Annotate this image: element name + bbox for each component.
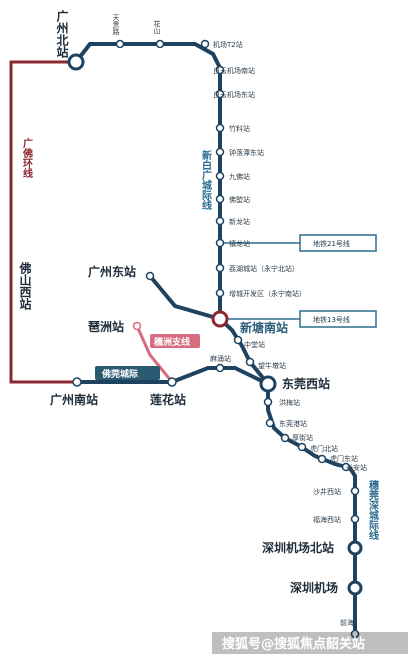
station-marker-jiufo[interactable] (215, 171, 225, 181)
ring-station-markers (72, 271, 177, 387)
station-marker-huashan[interactable] (155, 39, 165, 49)
station-marker-shajing[interactable] (350, 486, 360, 496)
label-humen-east: 虎门东站 (330, 454, 358, 463)
label-zhenlong: 镇龙站 (229, 239, 250, 248)
metro21-callout: 地铁21号线 (313, 239, 350, 248)
label-houjie: 厚街站 (292, 433, 313, 442)
station-marker-fuhai[interactable] (350, 514, 360, 524)
label-fosuo: 佛塱站 (229, 195, 250, 204)
station-marker-t2[interactable] (200, 39, 210, 49)
label-baiyun-east: 白云机场东站 (213, 90, 255, 99)
station-marker-shenzhen-airport-north[interactable] (347, 540, 363, 556)
label-wangniudun: 望牛墩站 (258, 361, 286, 370)
label-shenzhen-airport: 深圳机场 (290, 580, 338, 595)
label-humen-north: 虎门北站 (310, 444, 338, 453)
station-marker-wangniudun[interactable] (245, 357, 255, 367)
station-marker-suizhou[interactable] (132, 321, 142, 331)
suizhou-label: 穗洲支线 (154, 336, 190, 348)
label-guangzhou-north: 广州北站 (55, 9, 69, 59)
suizhou-branch-line (135, 325, 174, 383)
metro21-callout-box (299, 234, 377, 252)
station-marker-machong[interactable] (215, 363, 225, 373)
station-marker-guangzhou-east[interactable] (145, 271, 155, 281)
station-marker-tianguilu[interactable] (115, 39, 125, 49)
station-marker-shenzhen-airport[interactable] (347, 580, 363, 596)
label-zhongluotan: 钟落潭东站 (229, 148, 264, 157)
label-zhongtang: 中堂站 (244, 340, 265, 349)
suizhou-label-box (150, 334, 200, 348)
station-marker-lianhua[interactable] (167, 377, 177, 387)
label-shenzhen-airport-north: 深圳机场北站 (262, 540, 334, 555)
station-marker-xintang-south[interactable] (211, 310, 229, 328)
label-baiyun-south: 白云机场南站 (213, 66, 255, 75)
station-marker-xinlong[interactable] (215, 216, 225, 226)
watermark: 搜狐号@搜狐焦点韶关站 (222, 636, 365, 652)
label-dongguan-west: 东莞西站 (282, 376, 330, 391)
station-marker-houjie[interactable] (280, 433, 290, 443)
station-marker-zhuliao[interactable] (215, 123, 225, 133)
label-foshan-west: 佛山西站 (18, 261, 32, 311)
station-marker-baiyun-east[interactable] (215, 89, 225, 99)
label-t2: 机场T2站 (213, 40, 243, 49)
station-marker-dongguangang[interactable] (265, 418, 275, 428)
guangfo-ring-line (9, 60, 77, 384)
minor-station-markers (115, 39, 360, 639)
label-guangzhou-south: 广州南站 (50, 392, 98, 407)
station-marker-lixi[interactable] (215, 263, 225, 273)
metro13-callout: 地铁13号线 (313, 315, 350, 324)
station-marker-guangzhou-south[interactable] (72, 377, 82, 387)
label-jiufo: 九佛站 (229, 172, 250, 181)
station-marker-qianhai[interactable] (350, 629, 360, 639)
guangfo-ring-label: 广佛环线 (21, 137, 34, 179)
metro13-callout-box (299, 310, 377, 328)
station-marker-fosuo[interactable] (215, 194, 225, 204)
watermark-bg (212, 632, 408, 654)
station-marker-guangzhou-north[interactable] (67, 53, 85, 71)
xinbai-line (74, 42, 222, 319)
guanhui-line-label: 穗莞深城际线 (367, 479, 379, 541)
station-marker-zhenlong[interactable] (215, 238, 225, 248)
label-changan: 长安站 (346, 463, 367, 472)
label-xintang-south: 新塘南站 (240, 320, 288, 335)
station-marker-baiyun-south[interactable] (215, 65, 225, 75)
label-tianguilu: 天贵路 (112, 14, 120, 36)
xinbai-line-label: 新白广城际线 (200, 149, 212, 211)
label-xinlong: 新龙站 (229, 217, 250, 226)
foguan-label-box (95, 366, 160, 380)
station-marker-changan[interactable] (341, 462, 351, 472)
foguan-line (77, 366, 269, 386)
label-lixi: 荔湖城站（永宁北站） (229, 264, 299, 273)
station-marker-zhongluotan[interactable] (215, 147, 225, 157)
label-suizhou: 琶洲站 (88, 319, 124, 334)
label-huashan: 花山 (153, 19, 161, 35)
station-marker-humen-east[interactable] (317, 454, 327, 464)
station-marker-hongmei[interactable] (263, 397, 273, 407)
station-marker-zhongtang[interactable] (233, 335, 243, 345)
label-guangzhou-east: 广州东站 (88, 264, 136, 279)
label-zengcheng: 增城开发区（永宁南站） (229, 289, 306, 298)
label-machong: 麻涌站 (210, 354, 231, 363)
label-zhuliao: 竹料站 (229, 124, 250, 133)
label-fuhai: 福海西站 (313, 515, 341, 524)
guangzhou-east-line (148, 274, 221, 321)
label-hongmei: 洪梅站 (279, 398, 300, 407)
label-dongguangang: 东莞港站 (279, 419, 307, 428)
station-marker-humen-north[interactable] (297, 442, 307, 452)
label-lianhua: 莲花站 (150, 392, 186, 407)
station-marker-zengcheng[interactable] (215, 288, 225, 298)
foguan-label: 佛莞城际 (101, 368, 138, 380)
label-qianhai: 前海 (340, 618, 354, 627)
station-marker-dongguan-west[interactable] (259, 375, 277, 393)
label-shajing: 沙井西站 (313, 487, 341, 496)
